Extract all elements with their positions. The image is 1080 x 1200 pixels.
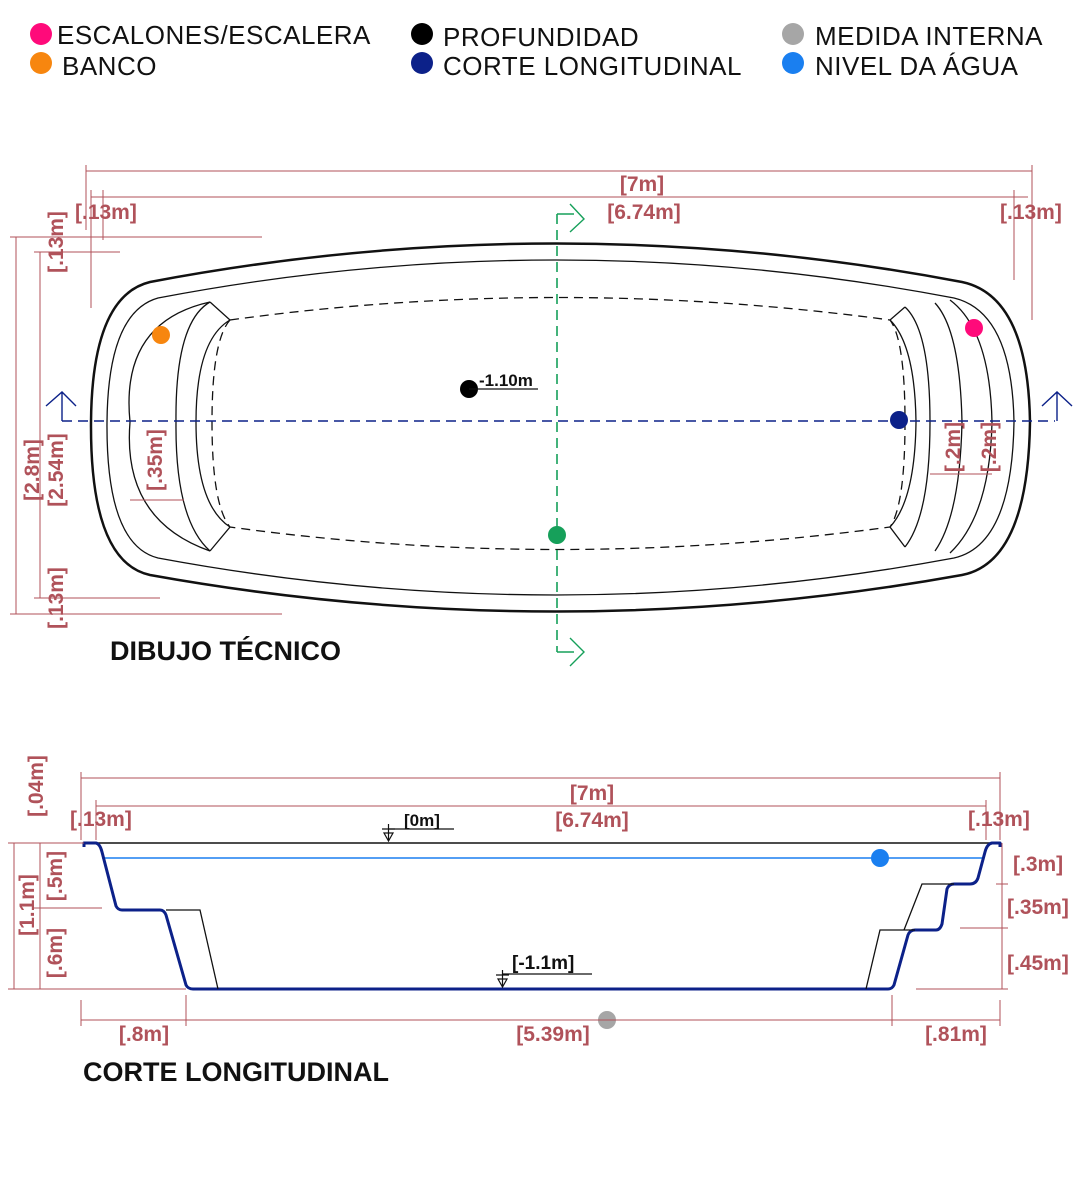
cross-section-arrow-top [557,203,585,233]
bench-left-curve-2 [175,301,211,552]
long-section-arrow-right [1041,391,1073,421]
section-title: CORTE LONGITUDINAL [83,1057,389,1087]
legend-dot-long-section [411,52,433,74]
legend: ESCALONES/ESCALERA BANCO PROFUNDIDAD COR… [30,20,1043,81]
bench-left-curve-1 [128,301,211,552]
section-lip: [.04m] [25,755,48,817]
pool-rim-inner-outline [106,259,1015,596]
section-lower-depth: [.6m] [44,928,67,978]
plan-rim-bottom: [.13m] [45,567,68,629]
section-floor-length: [5.39m] [516,1023,590,1046]
steps-right-curve-2 [934,302,963,552]
bench-left-edge [195,301,232,552]
section-bench-length: [.8m] [119,1023,169,1046]
plan-rim-right: [.13m] [1000,201,1062,224]
long-section-arrow-left [45,391,77,421]
level-top: [0m] [404,811,440,830]
legend-label-internal-measure: MEDIDA INTERNA [815,21,1043,51]
plan-step-1: [.2m] [942,422,965,472]
legend-label-long-section: CORTE LONGITUDINAL [443,51,742,81]
legend-dot-bench [30,52,52,74]
steps-right-edge [889,306,917,548]
legend-dot-water-level [782,52,804,74]
bench-marker [152,326,170,344]
steps-marker [965,319,983,337]
plan-rim-top: [.13m] [45,211,68,273]
plan-inner-length: [6.74m] [607,201,681,224]
section-view: [0m] [-1.1m] [7m] [6.74m] [.13m] [.13m] … [8,755,1069,1087]
plan-total-width: [2.8m] [21,439,44,501]
plan-title: DIBUJO TÉCNICO [110,635,341,666]
section-inner-length: [6.74m] [555,809,629,832]
steps-right-curve-1 [904,306,931,548]
section-step-h3: [.45m] [1007,952,1069,975]
section-steps-length: [.81m] [925,1023,987,1046]
legend-dot-steps [30,23,52,45]
section-step-h2: [.35m] [1007,896,1069,919]
cross-section-marker [548,526,566,544]
depth-label: -1.10m [479,371,533,390]
plan-rim-left: [.13m] [75,201,137,224]
water-level-marker [871,849,889,867]
level-top-symbol [382,824,395,843]
plan-bench-width: [.35m] [144,429,167,491]
plan-step-2: [.2m] [978,422,1001,472]
section-rim-right: [.13m] [968,808,1030,831]
plan-inner-width: [2.54m] [45,433,68,507]
level-bottom-symbol [496,970,509,989]
bench-inner-line [166,909,219,990]
level-bottom: [-1.1m] [512,953,574,974]
pool-outer-outline [89,242,1032,613]
plan-total-length: [7m] [620,173,664,196]
legend-label-bench: BANCO [62,51,157,81]
legend-label-water-level: NIVEL DA ÁGUA [815,51,1019,81]
plan-view: -1.10m [7m] [6.74m] [.13m] [.13m] [2.8m]… [10,165,1073,667]
step-inner-line-2 [903,883,954,931]
legend-label-depth: PROFUNDIDAD [443,22,639,52]
section-profile [82,841,1002,991]
long-section-marker [890,411,908,429]
section-step-h1: [.3m] [1013,853,1063,876]
section-total-depth: [1.1m] [16,874,39,936]
section-total-length: [7m] [570,782,614,805]
legend-dot-depth [411,23,433,45]
legend-label-steps: ESCALONES/ESCALERA [57,20,371,50]
section-upper-depth: [.5m] [44,851,67,901]
cross-section-arrow-bottom [557,637,585,667]
step-inner-line-1 [865,929,915,990]
legend-dot-internal-measure [782,23,804,45]
pool-floor-dashed-outline [211,296,906,551]
section-rim-left: [.13m] [70,808,132,831]
